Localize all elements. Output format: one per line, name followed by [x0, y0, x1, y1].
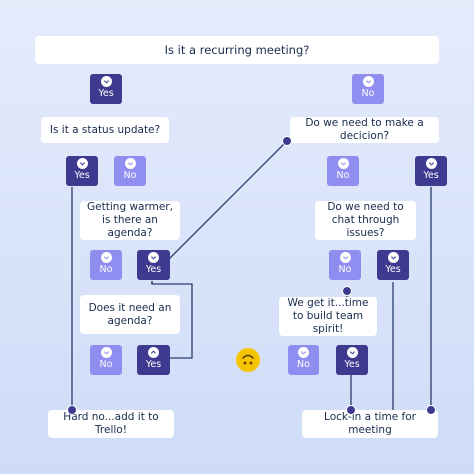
chevron-down-icon	[362, 76, 374, 87]
connector-dot	[67, 405, 77, 415]
answer-label: Yes	[385, 264, 401, 275]
answer-yes-team-spirit: Yes	[336, 345, 368, 375]
question-chat-issues: Do we need to chat through issues?	[315, 201, 416, 240]
answer-label: Yes	[423, 170, 439, 181]
chevron-down-icon	[100, 347, 112, 358]
connector-dot	[346, 405, 356, 415]
connector-dot	[282, 136, 292, 146]
question-recurring-meeting: Is it a recurring meeting?	[35, 36, 439, 64]
answer-no-getting-warmer: No	[90, 250, 122, 280]
connector-dot	[342, 286, 352, 296]
answer-label: No	[297, 359, 310, 370]
answer-yes-chat-issues: Yes	[377, 250, 409, 280]
answer-label: Yes	[344, 359, 360, 370]
question-getting-warmer: Getting warmer, is there an agenda?	[80, 201, 180, 240]
answer-label: No	[99, 359, 113, 370]
upside-down-face-icon	[236, 348, 260, 372]
chevron-down-icon	[298, 347, 309, 358]
answer-label: Yes	[98, 88, 114, 99]
answer-label: Yes	[74, 170, 90, 181]
line-yes-to-decision	[162, 140, 288, 266]
answer-no-status-update: No	[114, 156, 146, 186]
question-need-agenda: Does it need an agenda?	[80, 295, 180, 334]
answer-label: No	[99, 264, 113, 275]
chevron-down-icon	[387, 252, 399, 263]
connector-dot	[426, 405, 436, 415]
chevron-down-icon	[100, 76, 112, 87]
answer-label: Yes	[145, 359, 162, 370]
question-team-spirit: We get it...time to build team spirit!	[279, 297, 377, 336]
answer-label: No	[361, 88, 375, 99]
chevron-down-icon	[337, 158, 349, 169]
chevron-down-icon	[124, 158, 136, 169]
answer-label: Yes	[145, 264, 162, 275]
line-loop-path	[151, 281, 193, 359]
answer-no-recurring: No	[352, 74, 384, 104]
chevron-up-icon	[148, 347, 159, 358]
chevron-down-icon	[148, 252, 159, 263]
chevron-down-icon	[425, 158, 437, 169]
question-status-update: Is it a status update?	[41, 117, 169, 143]
outcome-lock-in: Lock-in a time for meeting	[302, 410, 438, 438]
answer-label: No	[338, 264, 352, 275]
question-decision: Do we need to make a decicion?	[290, 117, 439, 143]
answer-no-need-agenda: No	[90, 345, 122, 375]
answer-yes-need-agenda: Yes	[137, 345, 170, 375]
answer-yes-getting-warmer: Yes	[137, 250, 170, 280]
answer-no-team-spirit: No	[288, 345, 319, 375]
answer-no-decision: No	[327, 156, 359, 186]
answer-yes-recurring: Yes	[90, 74, 122, 104]
answer-yes-status-update: Yes	[66, 156, 98, 186]
answer-label: No	[123, 170, 137, 181]
chevron-down-icon	[100, 252, 112, 263]
outcome-hard-no: Hard no...add it to Trello!	[48, 410, 174, 438]
chevron-down-icon	[346, 347, 358, 358]
chevron-down-icon	[339, 252, 351, 263]
answer-no-chat-issues: No	[329, 250, 361, 280]
answer-label: No	[336, 170, 350, 181]
chevron-down-icon	[76, 158, 88, 169]
answer-yes-decision: Yes	[415, 156, 447, 186]
